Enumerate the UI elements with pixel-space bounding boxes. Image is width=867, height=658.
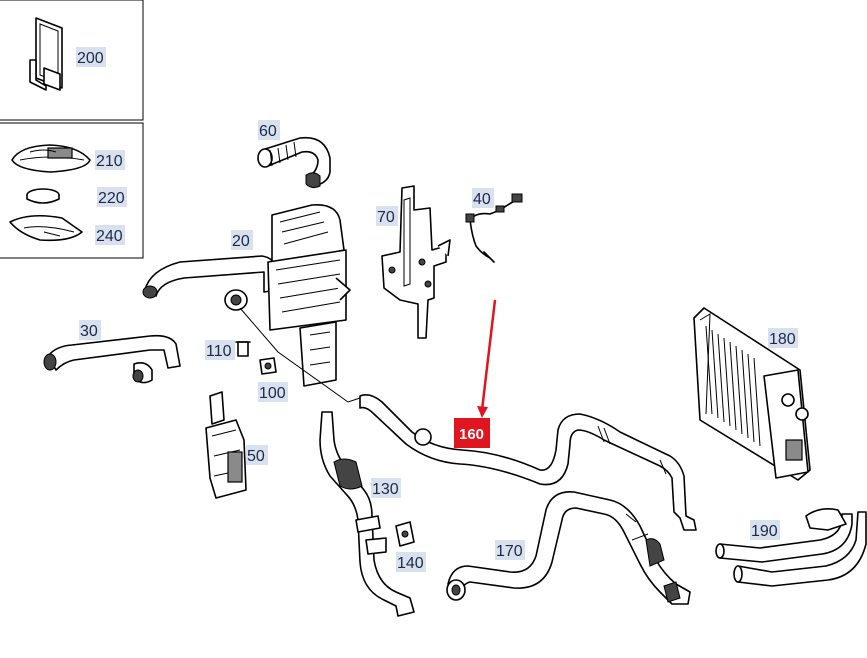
svg-text:40: 40: [473, 191, 491, 208]
label-240: 240: [95, 225, 125, 245]
svg-text:180: 180: [769, 331, 796, 348]
inset-box-lower: [0, 122, 144, 259]
part-70[interactable]: [381, 185, 451, 339]
svg-text:100: 100: [259, 385, 286, 402]
label-160-highlight: 160: [454, 418, 490, 448]
part-190[interactable]: [715, 508, 867, 587]
label-180: 180: [768, 328, 798, 348]
label-220: 220: [97, 187, 127, 207]
part-220[interactable]: [26, 188, 60, 204]
leader-line: [239, 307, 361, 403]
part-40[interactable]: [465, 193, 523, 263]
label-100: 100: [258, 382, 288, 402]
label-200: 200: [76, 47, 106, 67]
label-30: 30: [79, 320, 101, 340]
label-20: 20: [231, 230, 253, 250]
part-50[interactable]: [205, 391, 247, 499]
part-110[interactable]: [235, 341, 251, 357]
svg-text:60: 60: [259, 123, 277, 140]
label-210: 210: [95, 150, 125, 170]
label-190: 190: [750, 520, 780, 540]
part-30[interactable]: [43, 334, 181, 384]
part-180[interactable]: [693, 307, 811, 481]
label-130: 130: [371, 478, 401, 498]
label-50: 50: [246, 445, 268, 465]
svg-text:200: 200: [77, 50, 104, 67]
part-240[interactable]: [9, 214, 83, 242]
label-110: 110: [205, 340, 235, 360]
svg-text:20: 20: [232, 233, 250, 250]
part-130[interactable]: [319, 411, 415, 617]
svg-text:130: 130: [372, 481, 399, 498]
svg-text:240: 240: [96, 228, 123, 245]
svg-text:160: 160: [459, 426, 484, 443]
svg-text:70: 70: [377, 209, 395, 226]
part-210[interactable]: [11, 144, 91, 173]
part-60[interactable]: [257, 136, 331, 189]
arrow-to-160: [477, 299, 497, 418]
inset-box-upper: [0, 0, 144, 121]
label-170: 170: [495, 540, 525, 560]
svg-text:110: 110: [206, 343, 232, 360]
svg-text:50: 50: [247, 448, 265, 465]
part-200[interactable]: [29, 17, 63, 91]
part-100[interactable]: [259, 357, 277, 375]
part-160[interactable]: [359, 394, 697, 531]
part-140[interactable]: [395, 521, 415, 547]
part-170[interactable]: [446, 491, 691, 605]
svg-text:190: 190: [751, 523, 778, 540]
svg-text:140: 140: [397, 555, 424, 572]
svg-text:210: 210: [96, 153, 123, 170]
label-60: 60: [258, 120, 280, 140]
part-20[interactable]: [142, 203, 351, 387]
svg-text:220: 220: [98, 190, 125, 207]
svg-text:170: 170: [496, 543, 523, 560]
label-70: 70: [376, 206, 398, 226]
label-40: 40: [472, 188, 494, 208]
label-140: 140: [396, 552, 426, 572]
svg-text:30: 30: [80, 323, 98, 340]
